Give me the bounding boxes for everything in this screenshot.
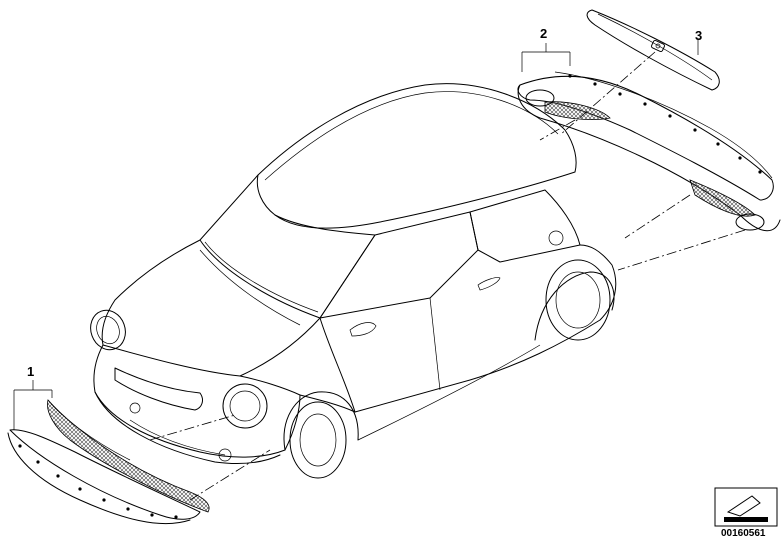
callout-label-2: 2 xyxy=(540,26,548,41)
tailgate-trim-part xyxy=(586,9,720,91)
rear-trim-part xyxy=(517,71,781,232)
diagram-id: 00160561 xyxy=(721,528,766,539)
callout-1-bracket xyxy=(13,380,53,430)
document-symbol-icon xyxy=(714,487,778,527)
callout-2-bracket xyxy=(521,43,571,72)
front-trim-part xyxy=(7,399,210,525)
assembly-lines xyxy=(149,51,746,501)
car-outline xyxy=(90,83,617,479)
callout-label-3: 3 xyxy=(695,28,703,43)
callout-label-1: 1 xyxy=(27,364,35,379)
